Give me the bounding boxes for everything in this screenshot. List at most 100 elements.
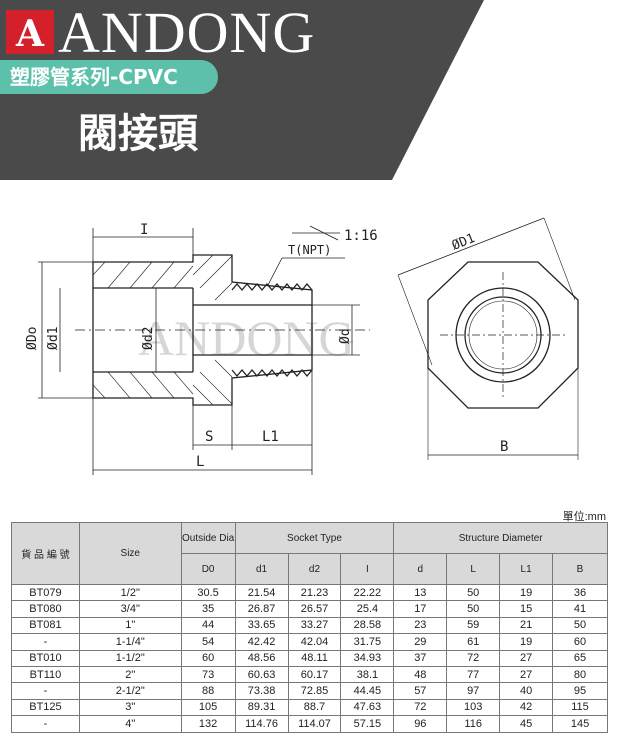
header-size: Size (78, 522, 182, 585)
table-cell: BT125 (11, 698, 80, 717)
table-cell: 50 (446, 583, 501, 602)
table-cell: 27 (499, 649, 554, 667)
table-cell: 50 (552, 616, 608, 635)
table-cell: 33.27 (287, 616, 342, 635)
table-cell: 45 (499, 715, 554, 733)
table-cell: 73 (180, 665, 236, 684)
table-cell: 57.15 (340, 715, 395, 733)
subheader-cell: d1 (234, 553, 289, 585)
table-cell: - (11, 682, 80, 700)
table-cell: 116 (446, 715, 501, 733)
table-cell: 13 (393, 583, 448, 602)
table-cell: 105 (180, 698, 236, 717)
table-cell: 26.87 (234, 600, 289, 618)
table-cell: 26.57 (287, 600, 342, 618)
table-cell: 27 (499, 665, 554, 684)
table-cell: 47.63 (340, 698, 395, 717)
unit-label: 單位:mm (562, 511, 606, 523)
table-cell: - (11, 715, 80, 733)
dim-label-I: I (140, 222, 148, 238)
header-socket-type: Socket Type (234, 522, 395, 554)
table-cell: 60 (180, 649, 236, 667)
table-cell: 80 (552, 665, 608, 684)
dim-label-S: S (205, 429, 213, 445)
table-cell: 115 (552, 698, 608, 717)
dim-label-d2: Ød2 (141, 327, 156, 350)
table-cell: 3" (78, 698, 182, 717)
table-cell: 96 (393, 715, 448, 733)
table-cell: 44 (180, 616, 236, 635)
table-cell: 33.65 (234, 616, 289, 635)
dim-label-Do: ØDo (25, 327, 40, 350)
brand-logo-icon: A (6, 10, 54, 54)
table-cell: 30.5 (180, 583, 236, 602)
table-header-row: 貨 品 編 號 Size Outside Dia Socket Type Str… (11, 522, 608, 585)
table-cell: 60.63 (234, 665, 289, 684)
table-cell: 4" (78, 715, 182, 733)
table-cell: 48.11 (287, 649, 342, 667)
table-cell: 28.58 (340, 616, 395, 635)
table-cell: 44.45 (340, 682, 395, 700)
table-cell: 41 (552, 600, 608, 618)
table-cell: 88.7 (287, 698, 342, 717)
table-cell: 36 (552, 583, 608, 602)
table-cell: 37 (393, 649, 448, 667)
table-cell: 21 (499, 616, 554, 635)
table-cell: 25.4 (340, 600, 395, 618)
header-outside-dia: Outside Dia (180, 522, 236, 554)
table-cell: 34.93 (340, 649, 395, 667)
taper-label: 1:16 (344, 228, 378, 244)
table-cell: 42.42 (234, 633, 289, 651)
table-cell: 77 (446, 665, 501, 684)
technical-drawing: ANDONG I 1:16 T(NPT) (25, 217, 579, 475)
table-cell: 42.04 (287, 633, 342, 651)
subheader-cell: d2 (287, 553, 342, 585)
table-cell: 73.38 (234, 682, 289, 700)
subheader-cell: B (552, 553, 608, 585)
table-subheader-row: D0 d1 d2 I d L L1 B (12, 553, 608, 585)
dim-label-L1: L1 (262, 429, 279, 445)
table-cell: 57 (393, 682, 448, 700)
dim-label-B: B (500, 439, 508, 455)
table-cell: BT110 (11, 665, 80, 684)
table-cell: 23 (393, 616, 448, 635)
table-cell: 97 (446, 682, 501, 700)
dim-label-D1: ØD1 (450, 231, 477, 254)
table-cell: BT079 (11, 583, 80, 602)
header-item-no: 貨 品 編 號 (11, 522, 80, 585)
series-label: 塑膠管系列-CPVC (10, 65, 178, 89)
table-cell: 72 (393, 698, 448, 717)
table-cell: 1/2" (78, 583, 182, 602)
table-cell: 59 (446, 616, 501, 635)
table-cell: 19 (499, 633, 554, 651)
header-background (0, 0, 484, 180)
table-cell: 19 (499, 583, 554, 602)
table-cell: 48.56 (234, 649, 289, 667)
table-cell: 2-1/2" (78, 682, 182, 700)
watermark-text: ANDONG (138, 310, 355, 366)
table-cell: 31.75 (340, 633, 395, 651)
spec-table: 貨 品 編 號 Size Outside Dia Socket Type Str… (11, 522, 608, 733)
table-cell: 1-1/2" (78, 649, 182, 667)
subheader-cell: D0 (180, 553, 236, 585)
table-cell: 132 (180, 715, 236, 733)
table-cell: 114.07 (287, 715, 342, 733)
table-cell: 48 (393, 665, 448, 684)
table-cell: 29 (393, 633, 448, 651)
table-cell: 21.23 (287, 583, 342, 602)
table-cell: 72 (446, 649, 501, 667)
table-cell: 42 (499, 698, 554, 717)
subheader-cell: L (446, 553, 501, 585)
table-cell: 22.22 (340, 583, 395, 602)
table-cell: 114.76 (234, 715, 289, 733)
subheader-cell: d (393, 553, 448, 585)
header-structure-diameter: Structure Diameter (393, 522, 608, 554)
header-banner: A ANDONG 塑膠管系列-CPVC 閥接頭 (0, 0, 620, 180)
brand-name: ANDONG (58, 0, 316, 65)
